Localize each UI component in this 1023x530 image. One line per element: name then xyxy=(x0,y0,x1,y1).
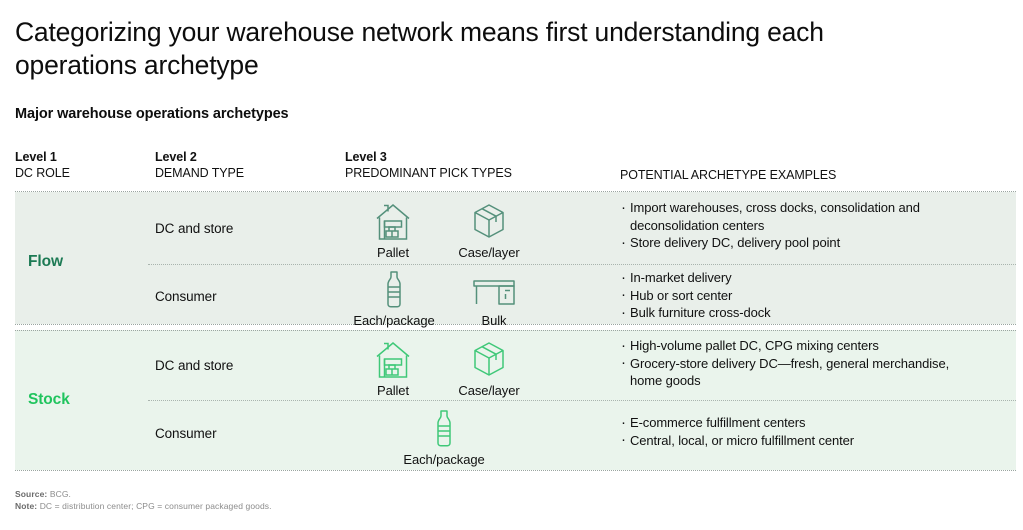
table-rule-flow-inner xyxy=(148,264,1016,265)
bottle-each-package-icon xyxy=(397,406,491,450)
example-item: Import warehouses, cross docks, consolid… xyxy=(620,199,1005,217)
pick-type-case-layer: Case/layer xyxy=(448,337,530,398)
warehouse-pallet-icon xyxy=(355,199,431,243)
bottle-each-package-icon xyxy=(347,267,441,311)
example-item: High-volume pallet DC, CPG mixing center… xyxy=(620,337,1012,355)
example-item: Hub or sort center xyxy=(620,286,1005,305)
column-header-name: PREDOMINANT PICK TYPES xyxy=(345,166,512,180)
example-item: E-commerce fulfillment centers xyxy=(620,414,1005,432)
table-rule-bottom xyxy=(15,470,1016,471)
pick-type-each-package: Each/package xyxy=(397,406,491,467)
column-header-level-label: Level 2 xyxy=(155,150,197,164)
column-header-level-3: Level 3 PREDOMINANT PICK TYPES xyxy=(345,150,512,181)
examples-cell: High-volume pallet DC, CPG mixing center… xyxy=(620,337,1012,390)
example-item: In-market delivery xyxy=(620,269,1005,287)
page-subtitle: Major warehouse operations archetypes xyxy=(15,106,289,122)
pick-type-pallet: Pallet xyxy=(355,199,431,260)
column-header-level-2: Level 2 DEMAND TYPE xyxy=(155,150,244,181)
warehouse-pallet-icon xyxy=(355,337,431,381)
column-header-level-label: Level 3 xyxy=(345,150,387,164)
table-rule-stock-inner xyxy=(148,400,1016,401)
source-label: Source: xyxy=(15,489,48,499)
demand-label: Consumer xyxy=(155,426,217,441)
pick-type-label: Pallet xyxy=(377,245,409,260)
column-header-level-1: Level 1 DC ROLE xyxy=(15,150,70,181)
examples-cell: Import warehouses, cross docks, consolid… xyxy=(620,199,1005,252)
pick-type-label: Each/package xyxy=(353,313,435,328)
pick-type-bulk: Bulk xyxy=(458,267,530,328)
note-text: DC = distribution center; CPG = consumer… xyxy=(37,501,272,511)
case-box-icon xyxy=(448,199,530,243)
demand-label: DC and store xyxy=(155,358,234,373)
examples-cell: E-commerce fulfillment centers Central, … xyxy=(620,414,1005,449)
pick-type-label: Pallet xyxy=(377,383,409,398)
role-label-flow: Flow xyxy=(28,253,63,270)
pick-type-each-package: Each/package xyxy=(347,267,441,328)
column-header-name: DEMAND TYPE xyxy=(155,166,244,180)
pick-type-label: Bulk xyxy=(481,313,507,328)
example-item: Grocery-store delivery DC—fresh, general… xyxy=(620,354,1012,373)
demand-label: DC and store xyxy=(155,221,234,236)
table-rule-top xyxy=(15,191,1016,192)
column-header-examples: POTENTIAL ARCHETYPE EXAMPLES xyxy=(620,167,836,183)
example-item: Store delivery DC, delivery pool point xyxy=(620,234,1005,252)
role-label-stock: Stock xyxy=(28,391,70,408)
column-header-name: POTENTIAL ARCHETYPE EXAMPLES xyxy=(620,168,837,182)
table-rule-stock-top xyxy=(15,330,1016,331)
column-header-name: DC ROLE xyxy=(15,166,70,180)
example-item-continuation: home goods xyxy=(630,373,701,388)
page-title: Categorizing your warehouse network mean… xyxy=(15,17,824,80)
examples-cell: In-market delivery Hub or sort center Bu… xyxy=(620,269,1005,322)
source-line: Source: BCG. xyxy=(15,488,272,500)
demand-label: Consumer xyxy=(155,289,217,304)
example-item: Central, local, or micro fulfillment cen… xyxy=(620,431,1005,450)
pick-type-pallet: Pallet xyxy=(355,337,431,398)
table-rule-flow-bottom xyxy=(15,324,1016,325)
pick-type-label: Case/layer xyxy=(458,245,520,260)
footer-notes: Source: BCG. Note: DC = distribution cen… xyxy=(15,488,272,512)
pick-type-label: Each/package xyxy=(403,452,485,467)
pick-type-label: Case/layer xyxy=(458,383,520,398)
pick-type-case-layer: Case/layer xyxy=(448,199,530,260)
column-header-level-label: Level 1 xyxy=(15,150,57,164)
source-text: BCG. xyxy=(47,489,72,499)
table-column-headers: Level 1 DC ROLE Level 2 DEMAND TYPE Leve… xyxy=(0,150,1023,188)
example-item-continuation: deconsolidation centers xyxy=(630,217,765,233)
example-item: Bulk furniture cross-dock xyxy=(620,304,1005,322)
note-label: Note: xyxy=(15,501,38,511)
note-line: Note: DC = distribution center; CPG = co… xyxy=(15,500,272,512)
case-box-icon xyxy=(448,337,530,381)
desk-bulk-icon xyxy=(458,267,530,311)
